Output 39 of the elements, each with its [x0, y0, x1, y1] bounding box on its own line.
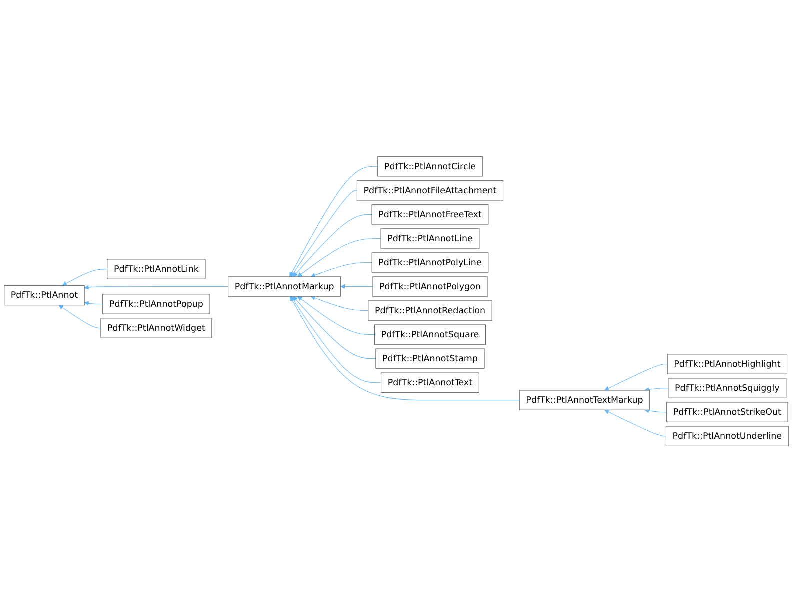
node-box: PdfTk::PtlAnnotPolygon [372, 276, 488, 297]
node-box: PdfTk::PtlAnnotCircle [378, 156, 483, 177]
node-box: PdfTk::PtlAnnotText [381, 372, 480, 393]
arrow [290, 166, 378, 278]
node-box: PdfTk::PtlAnnotTextMarkup [519, 390, 650, 410]
node-box: PdfTk::PtlAnnotLine [380, 228, 480, 249]
arrow [293, 214, 372, 278]
arrow [58, 305, 102, 329]
node-box: PdfTk::PtlAnnotUnderline [666, 426, 789, 446]
node-box: PdfTk::PtlAnnotFileAttachment [356, 180, 504, 201]
node-box: PdfTk::PtlAnnot [4, 285, 85, 306]
arrow [340, 284, 374, 290]
node-box: PdfTk::PtlAnnotPolyLine [372, 252, 489, 273]
arrow [84, 301, 104, 306]
arrow [290, 190, 358, 278]
node-box: PdfTk::PtlAnnotWidget [100, 318, 212, 338]
arrow [298, 238, 382, 278]
node-box: PdfTk::PtlAnnotPopup [102, 294, 210, 314]
node-box: PdfTk::PtlAnnotSquare [374, 324, 486, 345]
arrow [644, 387, 669, 392]
arrow [298, 296, 376, 336]
node-box: PdfTk::PtlAnnotStamp [376, 348, 485, 369]
arrow [310, 296, 369, 312]
node-box: PdfTk::PtlAnnotLink [107, 259, 206, 280]
node-box: PdfTk::PtlAnnotStrikeOut [666, 402, 788, 422]
arrow [604, 410, 666, 437]
arrow [310, 262, 372, 278]
arrow [644, 408, 668, 414]
arrow [290, 296, 382, 384]
node-box: PdfTk::PtlAnnotFreeText [372, 204, 489, 225]
node-box: PdfTk::PtlAnnotMarkup [228, 276, 342, 297]
arrow [84, 285, 229, 290]
arrow [293, 296, 376, 360]
node-box: PdfTk::PtlAnnotSquiggly [668, 378, 787, 398]
arrow [62, 269, 108, 286]
arrow [290, 296, 520, 401]
arrow [604, 364, 668, 391]
node-box: PdfTk::PtlAnnotRedaction [368, 300, 492, 321]
node-box: PdfTk::PtlAnnotHighlight [667, 354, 788, 374]
